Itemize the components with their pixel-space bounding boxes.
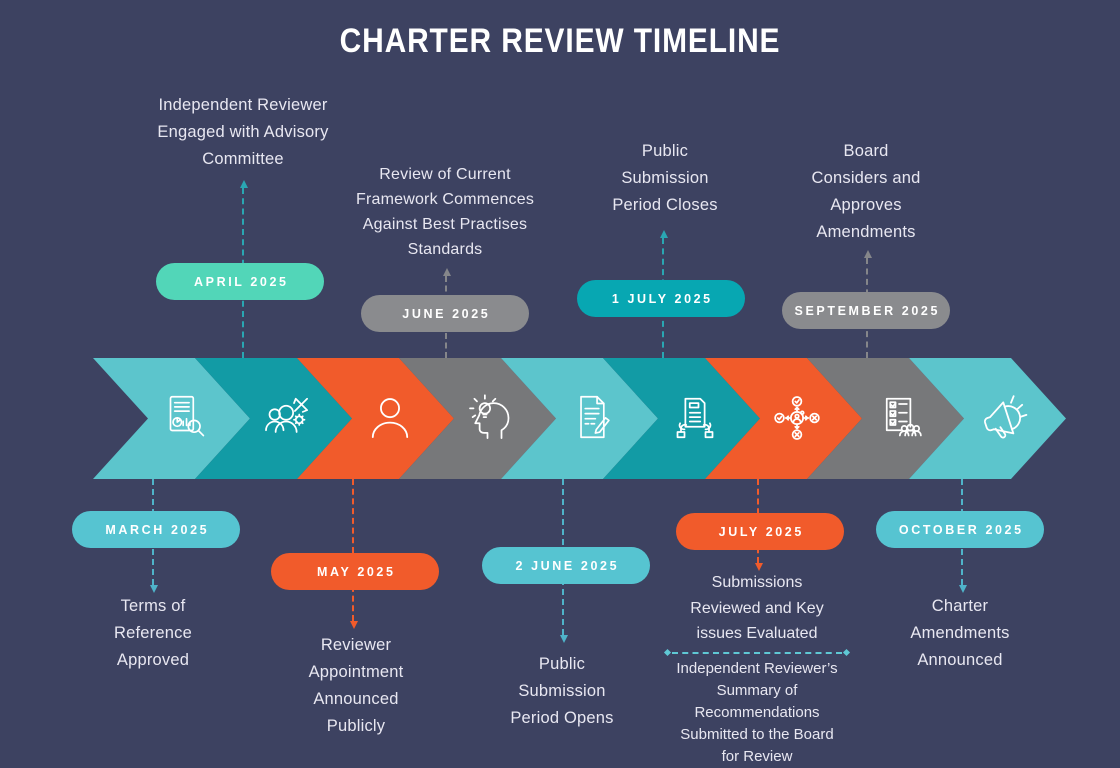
date-pill-september: SEPTEMBER 2025	[782, 292, 950, 329]
milestone-description-october: Charter Amendments Announced	[910, 597, 1010, 669]
milestone-description-july-2: Independent Reviewer’s Summary of Recomm…	[676, 659, 838, 765]
milestone-description-september: Board Considers and Approves Amendments	[811, 142, 921, 241]
checklist-people-icon	[885, 397, 922, 437]
timeline-band	[93, 358, 1066, 479]
milestone-description-2june: Public Submission Period Opens	[510, 655, 614, 727]
milestone-description-june: Review of Current Framework Commences Ag…	[355, 166, 535, 258]
connector-line-may	[350, 479, 358, 629]
date-pill-may: MAY 2025	[271, 553, 439, 590]
date-pill-july: JULY 2025	[676, 513, 844, 550]
page-title: CHARTER REVIEW TIMELINE	[339, 22, 781, 60]
date-pill-april: APRIL 2025	[156, 263, 324, 300]
head-idea-icon	[469, 394, 510, 439]
milestone-description-1july: Public Submission Period Closes	[612, 142, 718, 214]
megaphone-icon	[983, 395, 1028, 439]
date-pill-october: OCTOBER 2025	[876, 511, 1044, 548]
dashed-divider	[672, 651, 842, 654]
person-icon	[371, 398, 409, 439]
milestone-description-july: Submissions Reviewed and Key issues Eval…	[690, 574, 824, 642]
date-pill-june: JUNE 2025	[361, 295, 529, 332]
decision-network-icon	[774, 396, 820, 440]
milestone-description-april: Independent Reviewer Engaged with Adviso…	[157, 96, 329, 168]
report-magnifier-icon	[169, 395, 205, 437]
document-pencil-icon	[580, 395, 610, 439]
date-pill-1july: 1 JULY 2025	[577, 280, 745, 317]
team-tools-icon	[265, 397, 308, 433]
milestone-description-march: Terms of Reference Approved	[114, 597, 192, 669]
date-pill-march: MARCH 2025	[72, 511, 240, 548]
date-pill-2june: 2 JUNE 2025	[482, 547, 650, 584]
milestone-description-may: Reviewer Appointment Announced Publicly	[308, 636, 404, 735]
milestone-description-july-group: Submissions Reviewed and Key issues Eval…	[647, 570, 867, 768]
hands-document-icon	[676, 397, 714, 439]
